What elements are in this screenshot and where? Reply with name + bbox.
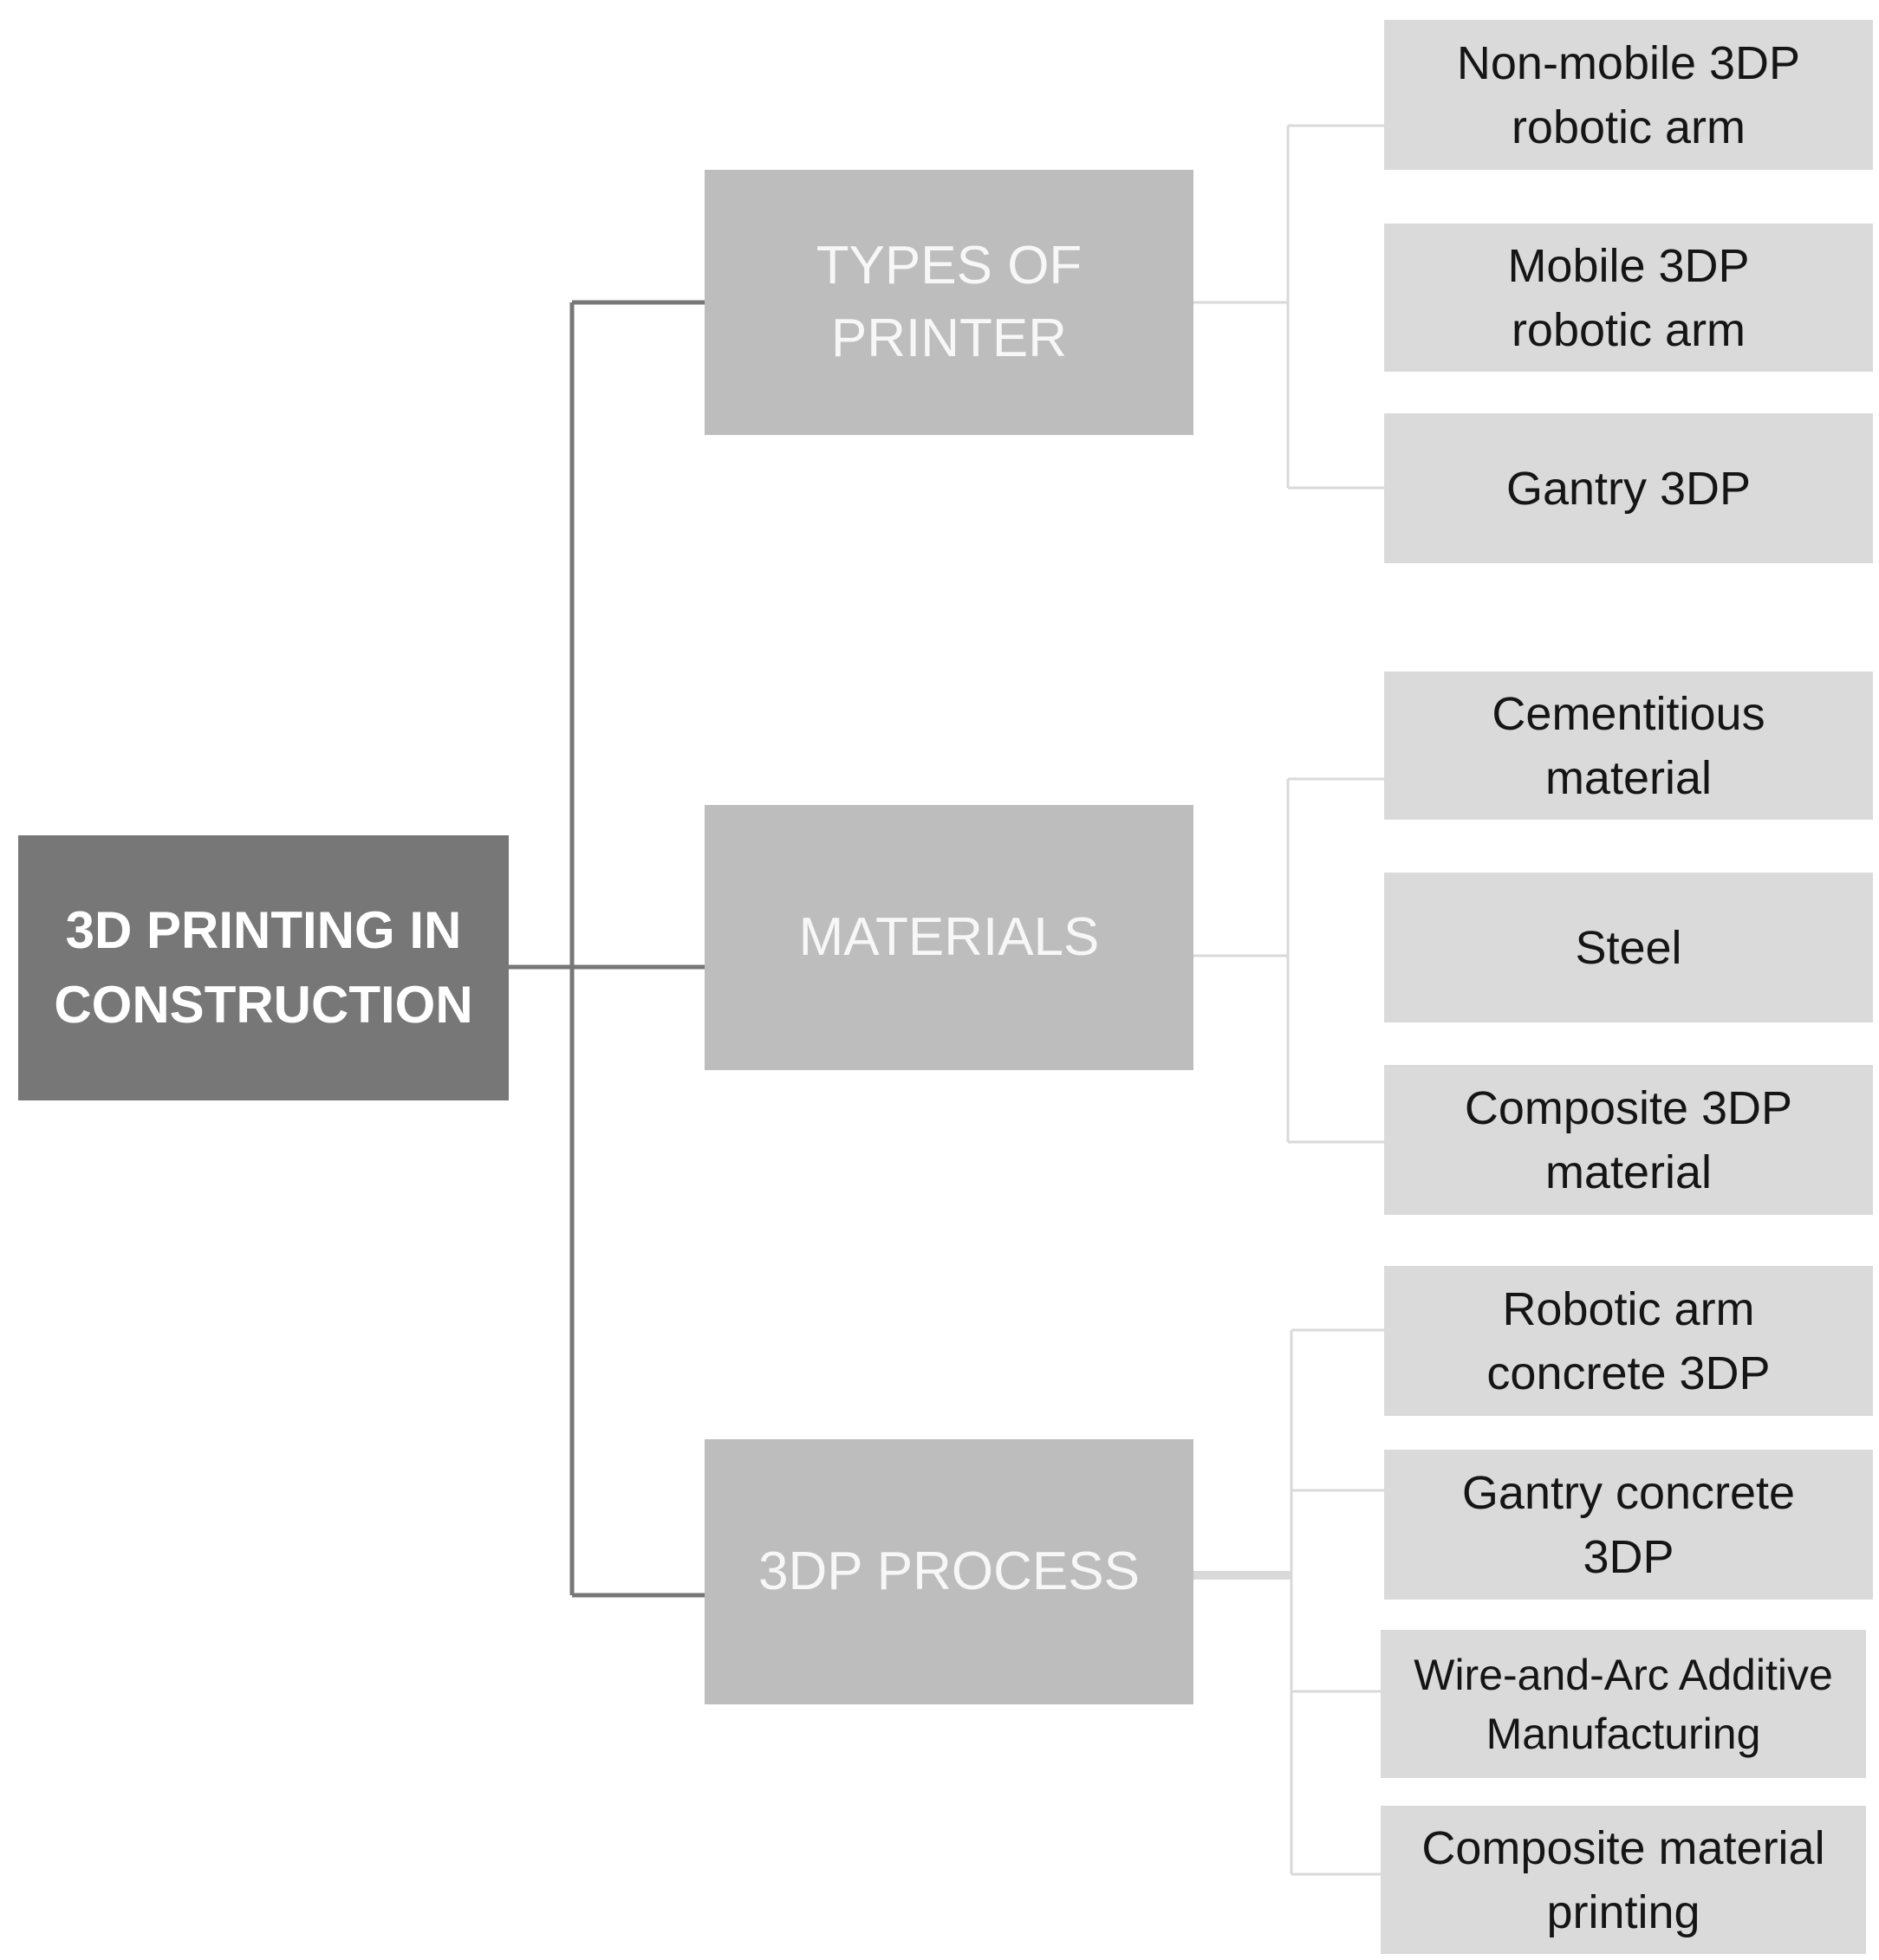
root-node: 3D PRINTING IN CONSTRUCTION [18, 835, 509, 1100]
leaf-label: Cementitious material [1492, 687, 1765, 804]
leaf-label: Gantry 3DP [1505, 462, 1752, 515]
category-types-of-printer: TYPES OF PRINTER [705, 170, 1193, 435]
leaf-label: Wire-and-Arc Additive Manufacturing [1414, 1650, 1833, 1758]
leaf-gantry-3dp: Gantry 3DP [1384, 413, 1873, 563]
root-label: 3D PRINTING IN CONSTRUCTION [54, 901, 473, 1034]
category-label: 3DP PROCESS [758, 1541, 1140, 1601]
leaf-non-mobile-3dp-robotic-arm: Non-mobile 3DP robotic arm [1384, 20, 1873, 170]
leaf-composite-material-printing: Composite material printing [1381, 1806, 1866, 1954]
leaf-label: Gantry concrete 3DP [1461, 1466, 1796, 1583]
leaf-label: Non-mobile 3DP robotic arm [1456, 36, 1801, 153]
category-materials: MATERIALS [705, 805, 1193, 1070]
leaf-label: Steel [1575, 921, 1682, 974]
leaf-label: Composite material printing [1421, 1821, 1825, 1938]
leaf-robotic-arm-concrete-3dp: Robotic arm concrete 3DP [1384, 1266, 1873, 1416]
leaf-label: Composite 3DP material [1464, 1081, 1793, 1198]
category-label: MATERIALS [798, 907, 1100, 967]
leaf-steel: Steel [1384, 873, 1873, 1022]
category-3dp-process: 3DP PROCESS [705, 1439, 1193, 1704]
leaf-composite-3dp-material: Composite 3DP material [1384, 1065, 1873, 1215]
leaf-wire-and-arc-additive-manufacturing: Wire-and-Arc Additive Manufacturing [1381, 1630, 1866, 1778]
category-label: TYPES OF PRINTER [816, 236, 1083, 368]
leaf-label: Robotic arm concrete 3DP [1486, 1282, 1771, 1399]
leaf-cementitious-material: Cementitious material [1384, 672, 1873, 820]
leaf-mobile-3dp-robotic-arm: Mobile 3DP robotic arm [1384, 224, 1873, 372]
leaf-gantry-concrete-3dp: Gantry concrete 3DP [1384, 1450, 1873, 1600]
leaf-label: Mobile 3DP robotic arm [1507, 239, 1750, 356]
